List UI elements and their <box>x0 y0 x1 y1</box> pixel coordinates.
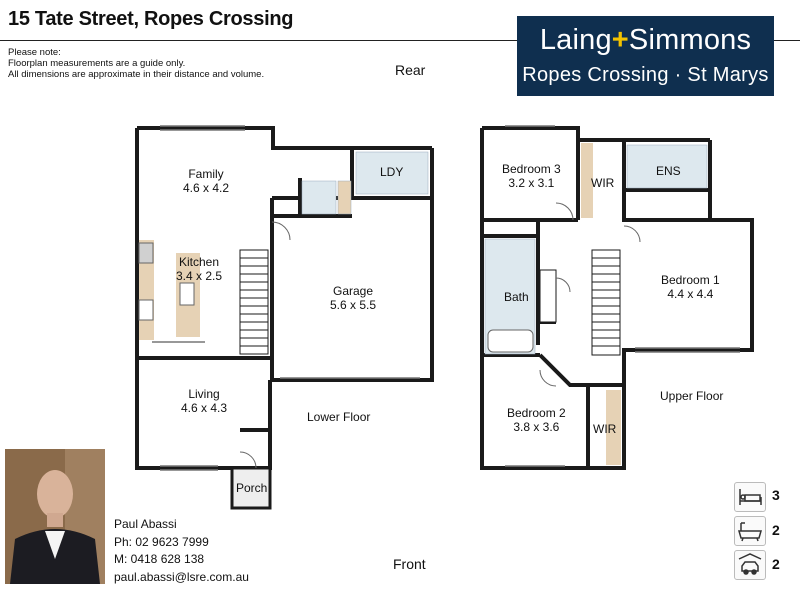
note-title: Please note: <box>8 47 61 58</box>
room-name: Family <box>188 167 224 181</box>
logo-brand-left: Laing <box>539 24 612 56</box>
agent-email[interactable]: paul.abassi@lsre.com.au <box>114 569 249 584</box>
agent-photo <box>5 449 105 584</box>
room-garage: Garage 5.6 x 5.5 <box>330 284 376 312</box>
note-line-1: Floorplan measurements are a guide only. <box>8 58 186 69</box>
room-dims: 3.4 x 2.5 <box>176 269 223 283</box>
room-name: WIR <box>593 422 617 436</box>
room-ensuite: ENS <box>656 164 681 178</box>
agent-mobile: M: 0418 628 138 <box>114 552 205 566</box>
room-dims: 4.6 x 4.3 <box>181 401 228 415</box>
room-bath: Bath <box>504 290 529 304</box>
laundry-tiles <box>355 151 429 195</box>
rear-label: Rear <box>395 62 426 78</box>
room-name: Bedroom 3 <box>502 162 561 176</box>
upper-stairs <box>591 249 621 356</box>
ensuite-tiles <box>626 144 708 189</box>
room-living: Living 4.6 x 4.3 <box>181 387 227 415</box>
room-name: WIR <box>591 176 615 190</box>
logo-plus: + <box>611 24 629 56</box>
room-bedroom-2: Bedroom 2 3.8 x 3.6 <box>507 406 566 434</box>
front-label: Front <box>393 556 426 572</box>
brand-logo: Laing+Simmons Ropes Crossing · St Marys <box>517 16 774 96</box>
agent-name: Paul Abassi <box>114 517 177 531</box>
room-dims: 3.8 x 3.6 <box>513 420 560 434</box>
agent-contact: Paul Abassi Ph: 02 9623 7999 M: 0418 628… <box>114 516 249 586</box>
room-dims: 3.2 x 3.1 <box>508 176 555 190</box>
room-dims: 4.4 x 4.4 <box>667 287 714 301</box>
car-space-count: 2 <box>772 556 780 572</box>
room-name: Porch <box>236 481 268 495</box>
room-wir-bed2: WIR <box>593 422 616 436</box>
linen-cupboard <box>539 269 557 323</box>
wir-shelves <box>581 143 621 465</box>
agent-portrait <box>5 449 105 584</box>
room-name: Bath <box>504 290 529 304</box>
room-name: Garage <box>333 284 374 298</box>
room-laundry: LDY <box>380 165 403 179</box>
upper-windows <box>505 125 740 467</box>
kitchen-benches <box>138 240 200 340</box>
upper-floor-label: Upper Floor <box>660 389 724 403</box>
disclaimer-note: Please note: Floorplan measurements are … <box>8 47 264 80</box>
lower-floor-label: Lower Floor <box>307 410 371 424</box>
bathtub <box>487 329 534 353</box>
room-kitchen: Kitchen 3.4 x 2.5 <box>176 255 222 283</box>
lower-stairs <box>239 249 269 355</box>
room-porch: Porch <box>236 481 267 495</box>
logo-brand-right: Simmons <box>628 24 752 56</box>
agent-phone: Ph: 02 9623 7999 <box>114 534 209 549</box>
logo-tagline: Ropes Crossing · St Marys <box>522 64 769 86</box>
room-dims: 4.6 x 4.2 <box>183 181 230 195</box>
room-dims: 5.6 x 5.5 <box>330 298 377 312</box>
room-bedroom-1: Bedroom 1 4.4 x 4.4 <box>661 273 720 301</box>
door-swings <box>239 202 641 469</box>
upper-floor-plan <box>480 126 754 470</box>
title-divider <box>0 40 800 41</box>
logo-wordmark: Laing+Simmons <box>517 24 774 57</box>
room-wir-upper: WIR <box>591 176 614 190</box>
room-name: LDY <box>380 165 404 179</box>
lower-floor-plan <box>135 126 434 510</box>
bath-icon <box>734 516 766 546</box>
car-icon <box>734 550 766 580</box>
room-family: Family 4.6 x 4.2 <box>183 167 229 195</box>
room-name: Kitchen <box>179 255 220 269</box>
room-name: ENS <box>656 164 681 178</box>
bedroom-count: 3 <box>772 487 780 503</box>
bed-icon <box>734 482 766 512</box>
note-line-2: All dimensions are approximate in their … <box>8 69 265 80</box>
page-title: 15 Tate Street, Ropes Crossing <box>8 8 294 30</box>
room-name: Bedroom 1 <box>661 273 720 287</box>
room-bedroom-3: Bedroom 3 3.2 x 3.1 <box>502 162 561 190</box>
windows <box>152 125 420 471</box>
room-name: Bedroom 2 <box>507 406 566 420</box>
room-name: Living <box>188 387 220 401</box>
toilet-tiles <box>301 180 352 215</box>
bathroom-count: 2 <box>772 522 780 538</box>
